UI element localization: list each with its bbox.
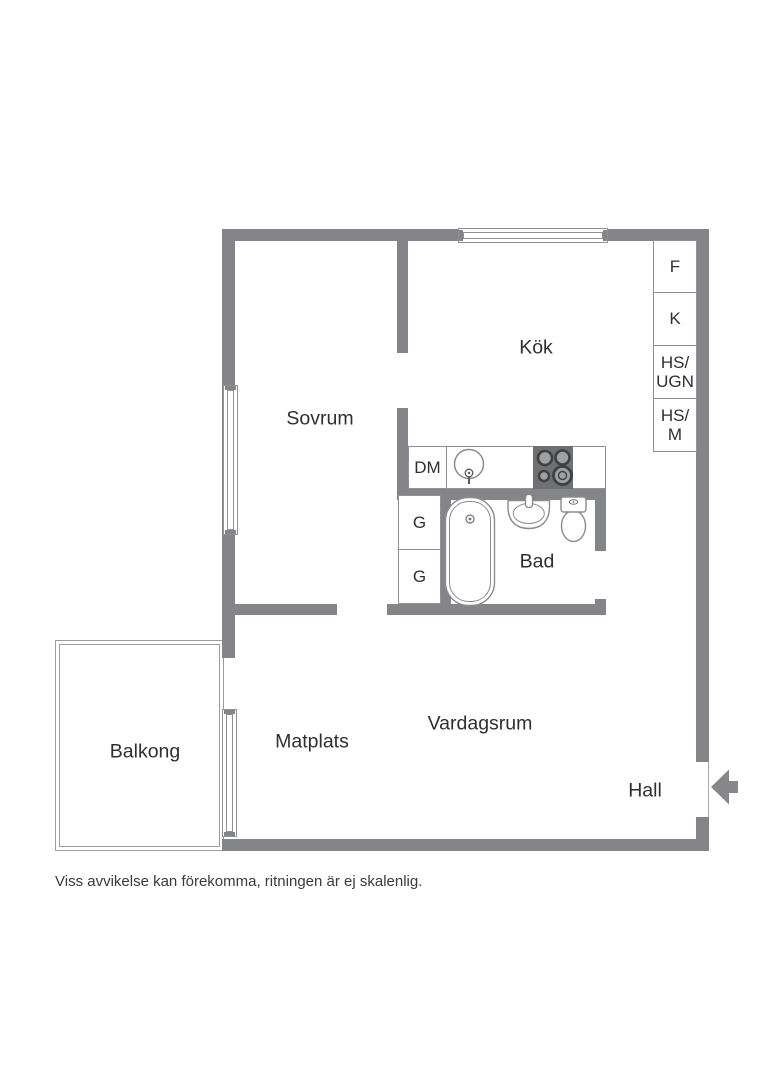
balcony-inner-outline: [59, 644, 220, 847]
closet-2: G: [398, 549, 441, 604]
window-cap: [224, 832, 235, 836]
window-balcony-door: [222, 709, 237, 837]
wall-sovrum-kok-lower: [397, 408, 408, 490]
room-label-hall: Hall: [628, 779, 662, 802]
appliance-hs-ugn-label: HS/ UGN: [656, 352, 694, 391]
window-kitchen: [458, 228, 608, 243]
appliance-hs-ugn: HS/ UGN: [653, 345, 697, 399]
room-label-matplats: Matplats: [275, 730, 349, 753]
closet-2-label: G: [412, 566, 427, 586]
appliance-dishwasher: DM: [409, 447, 447, 488]
window-cap: [224, 710, 235, 714]
room-label-balkong: Balkong: [109, 740, 181, 763]
appliance-dishwasher-label: DM: [414, 457, 441, 477]
wall-bath-right-upper: [595, 489, 606, 551]
appliance-fridge: F: [653, 240, 697, 293]
window-glazing: [226, 714, 233, 832]
window-cap: [603, 230, 607, 241]
entrance-threshold-line: [708, 762, 709, 817]
wall-exterior-right-upper: [696, 229, 709, 762]
appliance-freezer: K: [653, 292, 697, 346]
room-label-kok: Kök: [519, 336, 553, 359]
window-cap: [459, 230, 463, 241]
closet-1: G: [398, 495, 441, 550]
appliance-hs-m-label: HS/ M: [660, 405, 690, 444]
appliance-freezer-label: K: [669, 309, 681, 329]
wall-bath-bottom: [387, 604, 606, 615]
wall-closet-divider: [440, 489, 451, 615]
window-sovrum: [223, 385, 238, 535]
bathtub-icon: [444, 496, 496, 607]
room-label-sovrum: Sovrum: [286, 407, 354, 430]
disclaimer-text: Viss avvikelse kan förekomma, ritningen …: [55, 873, 423, 890]
closet-1-label: G: [412, 512, 427, 532]
room-label-vardagsrum: Vardagsrum: [427, 712, 533, 735]
appliance-fridge-label: F: [669, 256, 681, 276]
entrance-arrow-icon: [711, 769, 738, 805]
appliance-hs-m: HS/ M: [653, 398, 697, 452]
wall-exterior-bottom: [222, 839, 709, 851]
wall-sovrum-kok-upper: [397, 241, 408, 353]
wall-sovrum-bottom: [228, 604, 337, 615]
toilet-icon: [560, 496, 587, 543]
window-cap: [225, 386, 236, 390]
window-glazing: [227, 390, 234, 530]
wall-kitchen-bath: [397, 489, 606, 500]
kitchen-counter: DM: [408, 446, 606, 489]
window-cap: [225, 530, 236, 534]
room-label-bad: Bad: [519, 550, 555, 573]
window-glazing: [463, 232, 603, 239]
